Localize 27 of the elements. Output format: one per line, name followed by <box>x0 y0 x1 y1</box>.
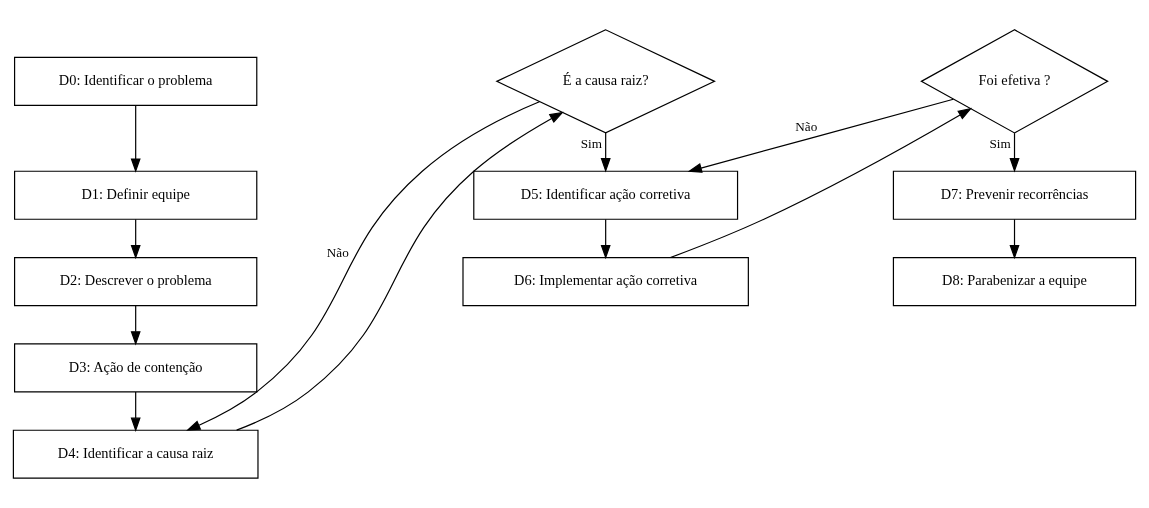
node-box: D6: Implementar ação corretiva <box>462 257 749 307</box>
arrow <box>669 107 973 259</box>
node-box: D3: Ação de contenção <box>14 343 258 393</box>
arrow <box>600 132 611 173</box>
arrow <box>130 105 141 173</box>
arrow <box>687 98 954 173</box>
arrow <box>1009 218 1020 260</box>
arrow <box>186 101 540 431</box>
edge-label: Sim <box>580 135 602 151</box>
node-box: D1: Definir equipe <box>14 170 258 220</box>
node-box: D8: Parabenizar a equipe <box>892 257 1137 307</box>
arrow <box>236 111 564 431</box>
arrow <box>1009 132 1020 173</box>
node-box: D5: Identificar ação corretiva <box>473 170 739 220</box>
node-box: D4: Identificar a causa raiz <box>12 429 259 479</box>
node-box: D2: Descrever o problema <box>14 257 258 307</box>
edge-label: Não <box>795 119 818 135</box>
arrow <box>130 305 141 346</box>
arrow <box>130 391 141 432</box>
edge-label: Não <box>326 244 349 260</box>
node-diamond: Foi efetiva ? <box>920 29 1109 134</box>
arrow <box>130 218 141 260</box>
arrow <box>600 218 611 260</box>
node-box: D7: Prevenir recorrências <box>892 170 1137 220</box>
edge-label: Sim <box>989 135 1011 151</box>
node-diamond: É a causa raiz? <box>495 29 716 134</box>
node-box: D0: Identificar o problema <box>14 56 258 106</box>
